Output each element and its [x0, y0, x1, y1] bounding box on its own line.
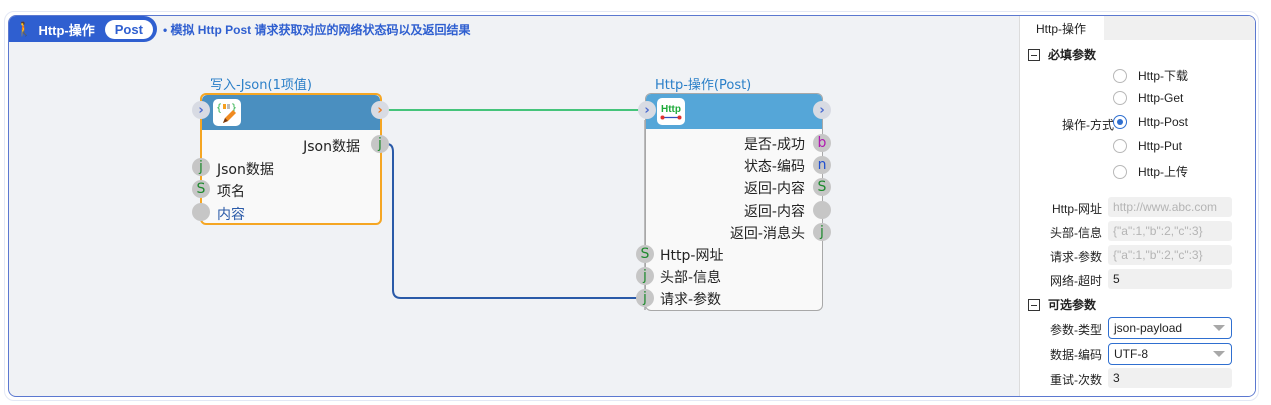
retry-label: 重试-次数	[1050, 373, 1102, 387]
collapse-icon[interactable]	[1028, 48, 1040, 61]
exec-in-pin[interactable]: ›	[192, 101, 210, 119]
http-url-input[interactable]: http://www.abc.com	[1108, 197, 1232, 217]
timeout-label: 网络-超时	[1050, 274, 1102, 288]
wire-layer	[386, 109, 646, 310]
retry-input[interactable]: 3	[1108, 368, 1232, 388]
response-content-2-out-pin[interactable]	[813, 201, 831, 219]
param-type-value: json-payload	[1114, 321, 1183, 335]
timeout-input[interactable]: 5	[1108, 269, 1232, 289]
radio-http-put[interactable]: Http-Put	[1113, 139, 1182, 153]
param-type-select[interactable]: json-payload	[1108, 317, 1232, 339]
exec-out-pin[interactable]: ›	[371, 101, 389, 119]
http-node-title: Http-操作(Post)	[655, 78, 752, 93]
status-code-out-pin[interactable]: n	[813, 156, 831, 174]
radio-http-upload[interactable]: Http-上传	[1113, 163, 1188, 180]
http-exec-in-pin[interactable]: ›	[638, 101, 656, 119]
output-label-response-content: 返回-内容	[743, 181, 805, 197]
title-bar: 🚶 Http-操作 Post • 模拟 Http Post 请求获取对应的网络状…	[9, 16, 470, 42]
radio-icon[interactable]	[1113, 139, 1127, 153]
response-content-out-pin[interactable]: S	[813, 178, 831, 196]
request-params-input[interactable]: {"a":1,"b":2,"c":3}	[1108, 245, 1232, 265]
panel-tab-strip: Http-操作	[1020, 16, 1255, 40]
write-json-node[interactable]: { } Json数据 Json数据 项名 内容	[200, 93, 382, 225]
request-params-in-pin[interactable]: j	[636, 289, 654, 307]
walking-person-icon: 🚶	[15, 20, 33, 37]
operation-title-pill[interactable]: 🚶 Http-操作 Post	[9, 16, 157, 42]
write-json-node-header[interactable]: { }	[202, 95, 380, 130]
tab-http-operation[interactable]: Http-操作	[1020, 16, 1104, 40]
chevron-down-icon	[1213, 351, 1225, 357]
radio-http-get[interactable]: Http-Get	[1113, 91, 1183, 105]
property-panel: Http-操作 必填参数 Http-下载 Http-Get 操作-方式 Http…	[1019, 16, 1255, 396]
success-out-pin[interactable]: b	[813, 134, 831, 152]
node-canvas[interactable]: 写入-Json(1项值) { } Json数据 Json数据 项名 内容	[9, 42, 1019, 396]
headers-input[interactable]: {"a":1,"b":2,"c":3}	[1108, 221, 1232, 241]
data-wire-json[interactable]	[386, 143, 641, 299]
required-params-label: 必填参数	[1048, 48, 1097, 62]
operation-title: Http-操作	[38, 22, 95, 38]
write-json-node-title: 写入-Json(1项值)	[210, 78, 312, 93]
optional-params-label: 可选参数	[1048, 298, 1097, 312]
radio-icon[interactable]	[1113, 68, 1127, 83]
http-post-node[interactable]: Http 是否-成功 状态-编码 返回-内容 返回-内容 返回-消息头 Http…	[645, 93, 823, 311]
item-name-in-pin[interactable]: S	[192, 180, 210, 198]
optional-params-section[interactable]: 可选参数	[1028, 296, 1096, 313]
http-url-in-pin[interactable]: S	[636, 245, 654, 263]
required-params-section[interactable]: 必填参数	[1028, 46, 1096, 63]
output-label-status-code: 状态-编码	[743, 159, 805, 175]
radio-label: Http-Get	[1138, 91, 1184, 105]
http-url-label: Http-网址	[1051, 202, 1102, 216]
radio-selected-icon[interactable]	[1113, 115, 1127, 129]
operation-description: • 模拟 Http Post 请求获取对应的网络状态码以及返回结果	[162, 22, 471, 37]
content-in-pin[interactable]	[192, 203, 210, 221]
radio-icon[interactable]	[1113, 91, 1127, 105]
radio-http-download[interactable]: Http-下载	[1113, 67, 1188, 84]
svg-text:{: {	[216, 103, 222, 114]
http-node-header[interactable]: Http	[646, 94, 822, 129]
input-label-json-data: Json数据	[217, 162, 274, 178]
headers-in-pin[interactable]: j	[636, 267, 654, 285]
json-edit-icon: { }	[213, 99, 241, 126]
input-label-item-name: 项名	[217, 184, 245, 200]
request-params-label: 请求-参数	[1050, 250, 1102, 264]
output-label-json-data: Json数据	[303, 139, 360, 155]
encoding-select[interactable]: UTF-8	[1108, 343, 1232, 365]
response-headers-out-pin[interactable]: j	[813, 223, 831, 241]
headers-label: 头部-信息	[1050, 226, 1102, 240]
radio-icon[interactable]	[1113, 164, 1127, 179]
radio-label: Http-上传	[1138, 165, 1189, 179]
method-label: 操作-方式	[1062, 118, 1114, 132]
radio-label: Http-Put	[1138, 139, 1183, 153]
collapse-icon[interactable]	[1028, 298, 1040, 311]
radio-label: Http-Post	[1138, 115, 1189, 129]
output-label-success: 是否-成功	[743, 137, 805, 153]
input-label-http-url: Http-网址	[660, 248, 724, 264]
output-label-response-headers: 返回-消息头	[729, 226, 805, 242]
param-type-label: 参数-类型	[1050, 323, 1102, 337]
input-label-headers: 头部-信息	[660, 270, 722, 286]
http-icon: Http	[657, 98, 685, 125]
encoding-label: 数据-编码	[1050, 348, 1102, 362]
input-label-request-params: 请求-参数	[660, 292, 722, 308]
workflow-frame: 🚶 Http-操作 Post • 模拟 Http Post 请求获取对应的网络状…	[8, 15, 1256, 397]
json-data-out-pin[interactable]: j	[371, 135, 389, 153]
chevron-down-icon	[1213, 325, 1225, 331]
json-data-in-pin[interactable]: j	[192, 158, 210, 176]
svg-text:}: }	[231, 103, 237, 114]
method-badge[interactable]: Post	[104, 19, 153, 39]
http-exec-out-pin[interactable]: ›	[813, 101, 831, 119]
radio-http-post[interactable]: Http-Post	[1113, 115, 1188, 129]
output-label-response-content-2: 返回-内容	[743, 204, 805, 220]
encoding-value: UTF-8	[1114, 347, 1148, 361]
radio-label: Http-下载	[1138, 69, 1189, 83]
input-label-content: 内容	[217, 207, 245, 223]
window-shadow	[4, 11, 1259, 401]
